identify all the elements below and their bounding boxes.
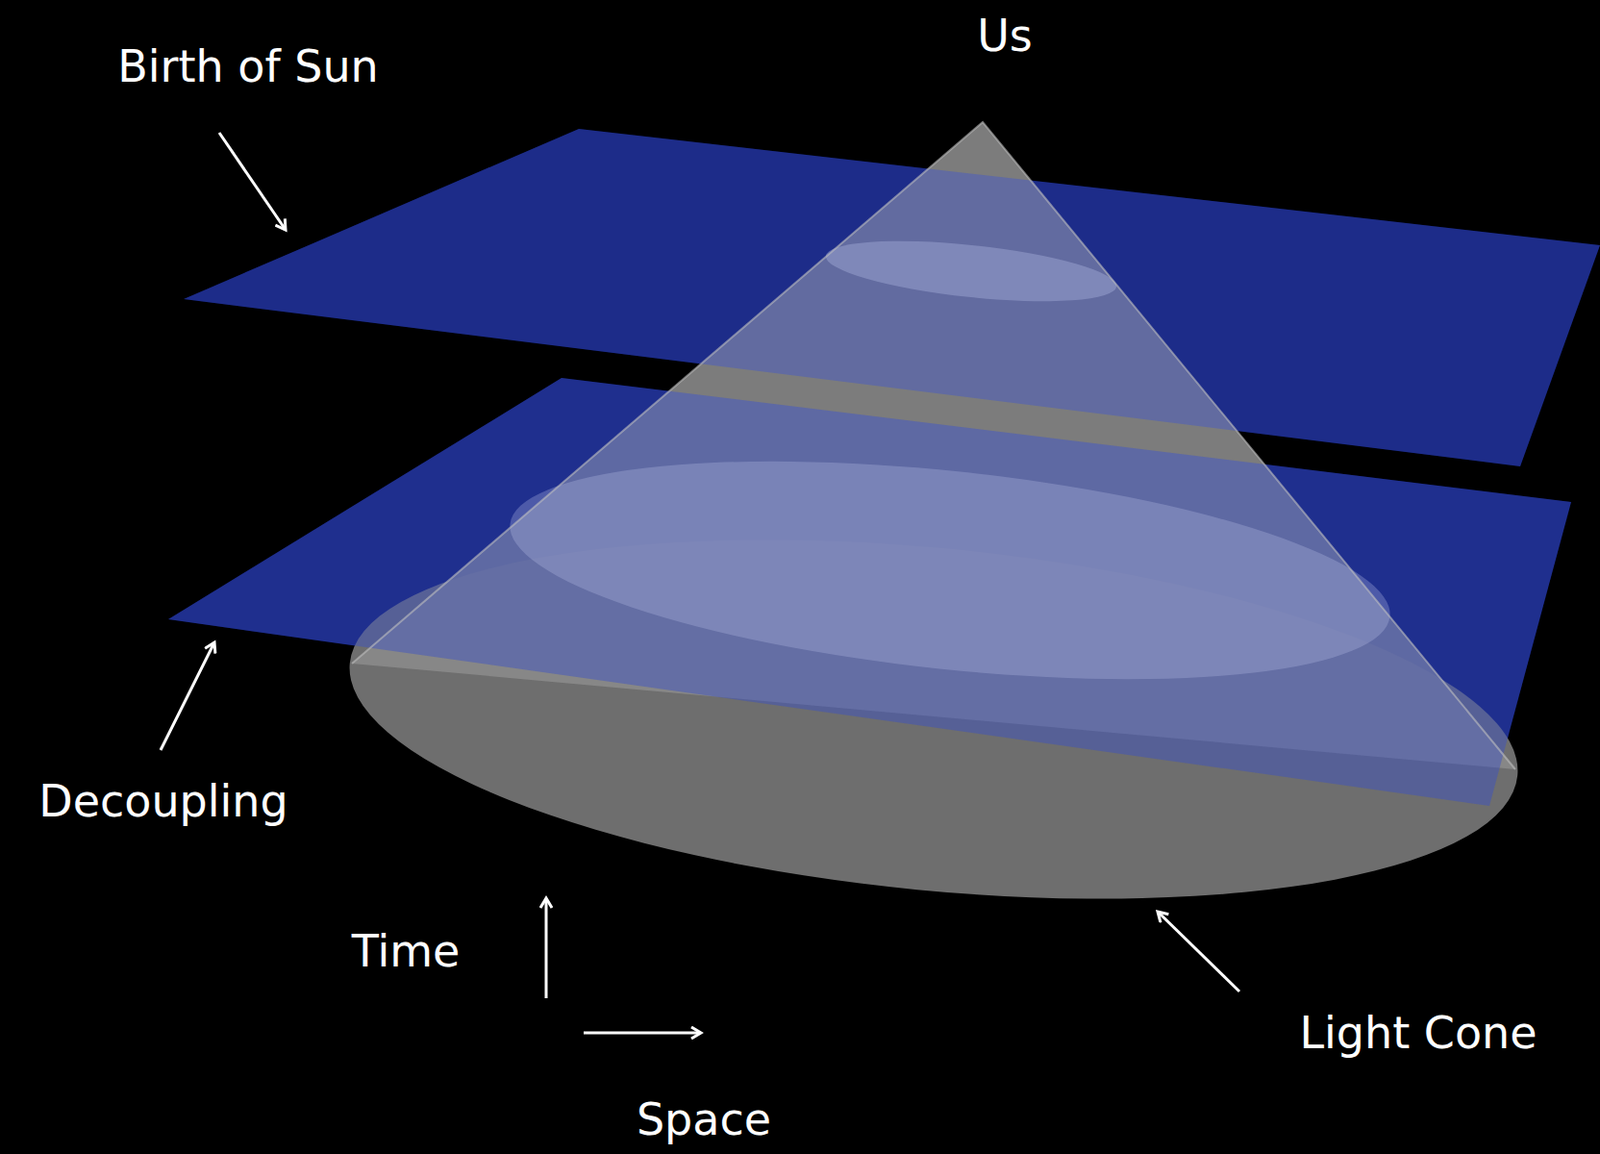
leader-arrow — [219, 132, 286, 230]
intersection-ellipse — [500, 425, 1400, 715]
leader-arrow — [160, 642, 215, 750]
leader-arrow — [1157, 911, 1240, 992]
plane-label: Decoupling — [38, 776, 288, 826]
space-axis-arrow — [583, 1031, 701, 1035]
axis-label: Time — [351, 926, 461, 976]
plane-label: Birth of Sun — [117, 42, 379, 92]
axis-label: Space — [636, 1095, 772, 1145]
apex-label: Us — [976, 11, 1033, 61]
intersection-ellipse — [823, 229, 1120, 312]
cone-label: Light Cone — [1299, 1008, 1537, 1058]
cone-edge — [351, 122, 1516, 770]
sun-birth-plane-overlay — [183, 128, 1600, 467]
time-axis-arrow — [545, 898, 549, 999]
